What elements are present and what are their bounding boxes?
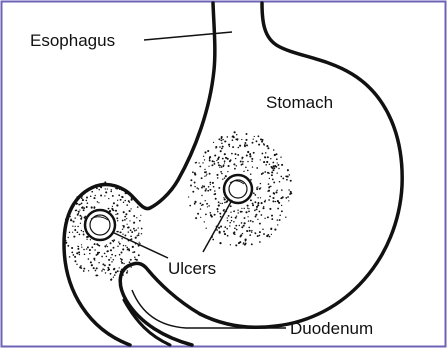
ulcer-lower xyxy=(85,210,115,240)
duodenum-label: Duodenum xyxy=(290,319,373,338)
ulcer-upper xyxy=(224,175,252,203)
ulcers-label: Ulcers xyxy=(168,259,216,278)
esophagus-label: Esophagus xyxy=(30,31,115,50)
stomach-label: Stomach xyxy=(266,93,333,112)
